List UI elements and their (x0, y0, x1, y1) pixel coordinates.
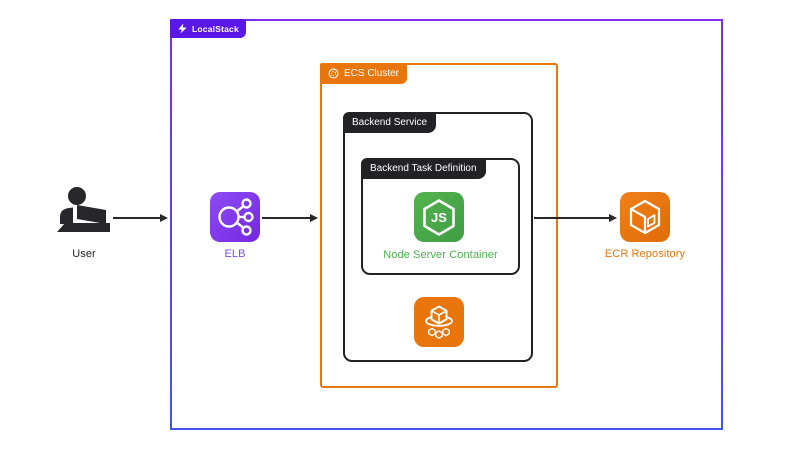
ecs-cluster-icon (328, 68, 339, 79)
elb-icon (210, 192, 260, 242)
backend-service-tab: Backend Service (343, 112, 437, 133)
arrow-user-to-localstack (113, 213, 168, 222)
backend-task-definition-tab: Backend Task Definition (361, 158, 486, 179)
ecr-repository-label: ECR Repository (604, 248, 686, 260)
nodejs-icon: JS (414, 192, 464, 242)
localstack-label: LocalStack (192, 23, 239, 34)
node-server-container-label: Node Server Container (383, 249, 498, 261)
backend-task-definition-label: Backend Task Definition (370, 163, 477, 174)
localstack-logo-icon (177, 23, 188, 34)
user-icon (56, 186, 112, 236)
ecs-cluster-tab: ECS Cluster (320, 63, 408, 84)
arrow-backend-to-ecr (534, 213, 617, 222)
arrow-elb-to-ecs-cluster (262, 213, 318, 222)
user-label: User (72, 248, 96, 260)
backend-service-label: Backend Service (352, 117, 428, 128)
elb-label: ELB (224, 248, 246, 260)
ecs-cluster-label: ECS Cluster (344, 68, 400, 79)
svg-text:JS: JS (431, 210, 447, 225)
ecs-service-icon (414, 297, 464, 347)
localstack-tab: LocalStack (170, 19, 246, 38)
ecr-icon (620, 192, 670, 242)
